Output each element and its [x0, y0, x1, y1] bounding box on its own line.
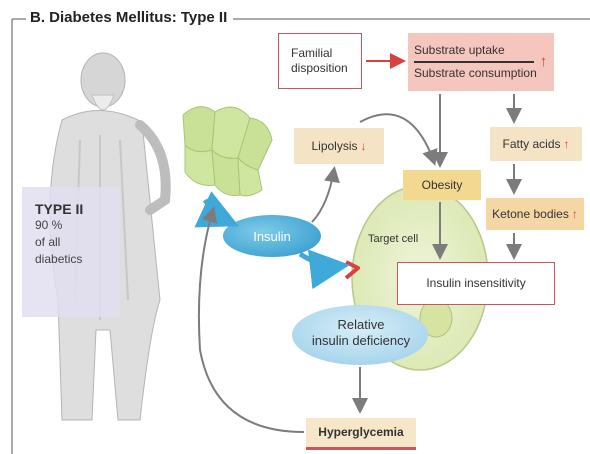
- familial-line1: Familial: [291, 46, 348, 61]
- fraction-line: [414, 61, 534, 63]
- arrow-insulin-to-receptor: [300, 254, 340, 266]
- section-title: B. Diabetes Mellitus: Type II: [28, 9, 233, 26]
- target-cell-label: Target cell: [368, 233, 418, 245]
- lipolysis-box: Lipolysis ↓: [294, 128, 384, 164]
- relative-line1: Relative: [298, 317, 424, 333]
- type-ii-percent: 90 %: [35, 217, 120, 234]
- type-ii-box: TYPE II 90 % of all diabetics: [22, 187, 120, 317]
- type-ii-line2: of all: [35, 234, 120, 251]
- ketone-bodies-label: Ketone bodies: [492, 207, 569, 222]
- insulin-insensitivity-box: Insulin insensitivity: [397, 262, 555, 305]
- increase-arrow-icon: ↑: [572, 207, 578, 222]
- relative-deficiency-label: Relative insulin deficiency: [298, 317, 424, 349]
- arrow-islet-to-insulin: [205, 200, 230, 222]
- arrow-insulin-to-lipolysis: [312, 170, 334, 222]
- fatty-acids-label: Fatty acids: [502, 137, 560, 152]
- familial-disposition-box: Familial disposition: [278, 33, 362, 89]
- increase-arrow-icon: ↑: [540, 53, 548, 72]
- type-ii-heading: TYPE II: [35, 201, 120, 217]
- substrate-ratio-box: Substrate uptake Substrate consumption ↑: [408, 33, 554, 91]
- ketone-bodies-box: Ketone bodies ↑: [486, 198, 584, 230]
- increase-arrow-icon: ↑: [564, 137, 570, 152]
- obesity-box: Obesity: [403, 170, 481, 200]
- type-ii-line3: diabetics: [35, 251, 120, 268]
- pancreatic-islet-icon: [183, 107, 272, 196]
- obesity-label: Obesity: [422, 178, 463, 193]
- fatty-acids-box: Fatty acids ↑: [490, 127, 582, 161]
- insulin-label: Insulin: [224, 229, 320, 244]
- familial-line2: disposition: [291, 61, 348, 76]
- lipolysis-label: Lipolysis: [311, 139, 357, 154]
- decrease-arrow-icon: ↓: [361, 139, 367, 154]
- hyperglycemia-box: Hyperglycemia: [306, 418, 416, 450]
- substrate-consumption: Substrate consumption: [414, 66, 537, 81]
- insulin-insensitivity-label: Insulin insensitivity: [426, 276, 525, 291]
- substrate-uptake: Substrate uptake: [414, 43, 537, 58]
- hyperglycemia-label: Hyperglycemia: [318, 425, 403, 440]
- relative-line2: insulin deficiency: [298, 333, 424, 349]
